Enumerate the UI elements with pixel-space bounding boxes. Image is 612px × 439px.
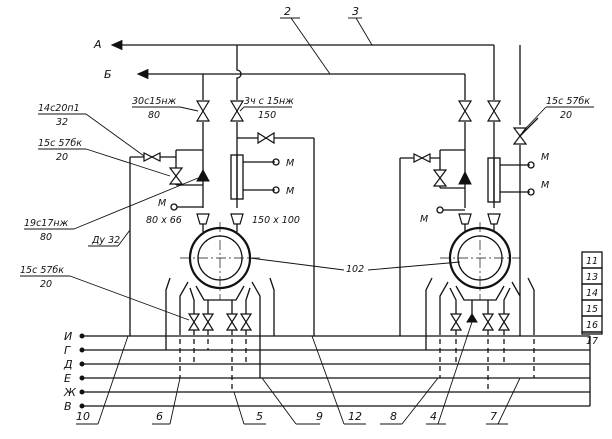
svg-text:12: 12 <box>348 410 362 423</box>
bus-lines <box>79 333 591 409</box>
left-drain-valves <box>187 313 253 331</box>
valve-size-left-top-left: 80 <box>148 110 160 121</box>
du32-label: Ду 32 <box>91 235 120 246</box>
svg-text:16: 16 <box>586 320 598 331</box>
svg-text:8: 8 <box>390 410 397 423</box>
right-drain-valves <box>449 313 511 331</box>
number-102: 102 <box>346 264 364 275</box>
valve-size-14c: 32 <box>56 117 68 128</box>
bus-labels: И Г Д Е Ж В <box>63 330 77 413</box>
right-pump <box>425 222 535 330</box>
drain-connections <box>129 330 535 392</box>
left-branch-left <box>129 149 210 330</box>
svg-text:Е: Е <box>64 372 71 385</box>
legend-numbers: 11 13 14 15 16 17 <box>581 251 603 347</box>
valve-code-left-top-right: 3ч с 15нж <box>244 96 294 107</box>
m-label-4: М <box>420 214 428 225</box>
svg-text:17: 17 <box>586 336 598 347</box>
svg-text:3: 3 <box>352 5 359 18</box>
left-filter-block: М М М <box>158 154 294 211</box>
left-unit-risers <box>202 45 242 208</box>
svg-text:9: 9 <box>316 410 323 423</box>
valve-right-3 <box>512 117 539 145</box>
valve-size-15c-bottom: 20 <box>40 279 52 290</box>
valve-code-14c: 14с20п1 <box>38 103 80 114</box>
valve-code-15c-bottom: 15с 57бк <box>20 265 64 276</box>
pipe-number-3: 3 <box>348 5 373 46</box>
valve-size-15c-left: 20 <box>56 152 68 163</box>
pipe-number-2: 2 <box>280 5 331 75</box>
right-branch-left: М <box>399 149 472 330</box>
valve-right-2 <box>486 100 502 122</box>
valve-right-1 <box>457 100 473 122</box>
svg-text:11: 11 <box>586 256 598 267</box>
right-filter-block: М М <box>458 152 549 225</box>
valve-size-15c-right: 20 <box>560 110 572 121</box>
left-branch-right <box>237 131 315 330</box>
valve-size-left-top-right: 150 <box>258 110 276 121</box>
main-line-b: Б <box>104 68 466 100</box>
valve-code-left-top-left: 30с15нж <box>132 96 177 107</box>
svg-text:15: 15 <box>586 304 598 315</box>
valve-size-19c: 80 <box>40 232 52 243</box>
svg-text:7: 7 <box>490 410 497 423</box>
m-label-3: М <box>158 198 166 209</box>
svg-text:6: 6 <box>156 410 163 423</box>
valve-code-19c: 19с17нж <box>24 218 69 229</box>
m-label-5: М <box>541 152 549 163</box>
left-reducers <box>196 213 244 225</box>
valve-code-15c-left: 15с 57бк <box>38 138 82 149</box>
svg-text:В: В <box>64 400 72 413</box>
m-label-6: М <box>541 180 549 191</box>
svg-text:И: И <box>64 330 72 343</box>
reducer-150x100: 150 х 100 <box>252 215 300 226</box>
main-line-a: А <box>93 38 495 100</box>
left-pump <box>165 222 275 330</box>
m-label-1: М <box>286 158 294 169</box>
svg-text:Ж: Ж <box>63 386 77 399</box>
valve-code-15c-right: 15с 57бк <box>546 96 590 107</box>
svg-text:10: 10 <box>76 410 90 423</box>
valve-left-2 <box>229 100 245 122</box>
svg-text:5: 5 <box>256 410 263 423</box>
line-a-label: А <box>93 38 102 51</box>
svg-text:Д: Д <box>63 358 73 371</box>
svg-text:13: 13 <box>586 272 598 283</box>
svg-text:4: 4 <box>430 410 437 423</box>
svg-text:Г: Г <box>64 344 71 357</box>
valve-left-1 <box>195 100 211 122</box>
line-b-label: Б <box>104 68 112 81</box>
bottom-callouts: 10 6 5 9 12 8 4 7 <box>76 321 521 425</box>
svg-text:2: 2 <box>284 5 291 18</box>
svg-text:14: 14 <box>586 288 598 299</box>
m-label-2: М <box>286 186 294 197</box>
reducer-80x66: 80 х 66 <box>146 215 182 226</box>
